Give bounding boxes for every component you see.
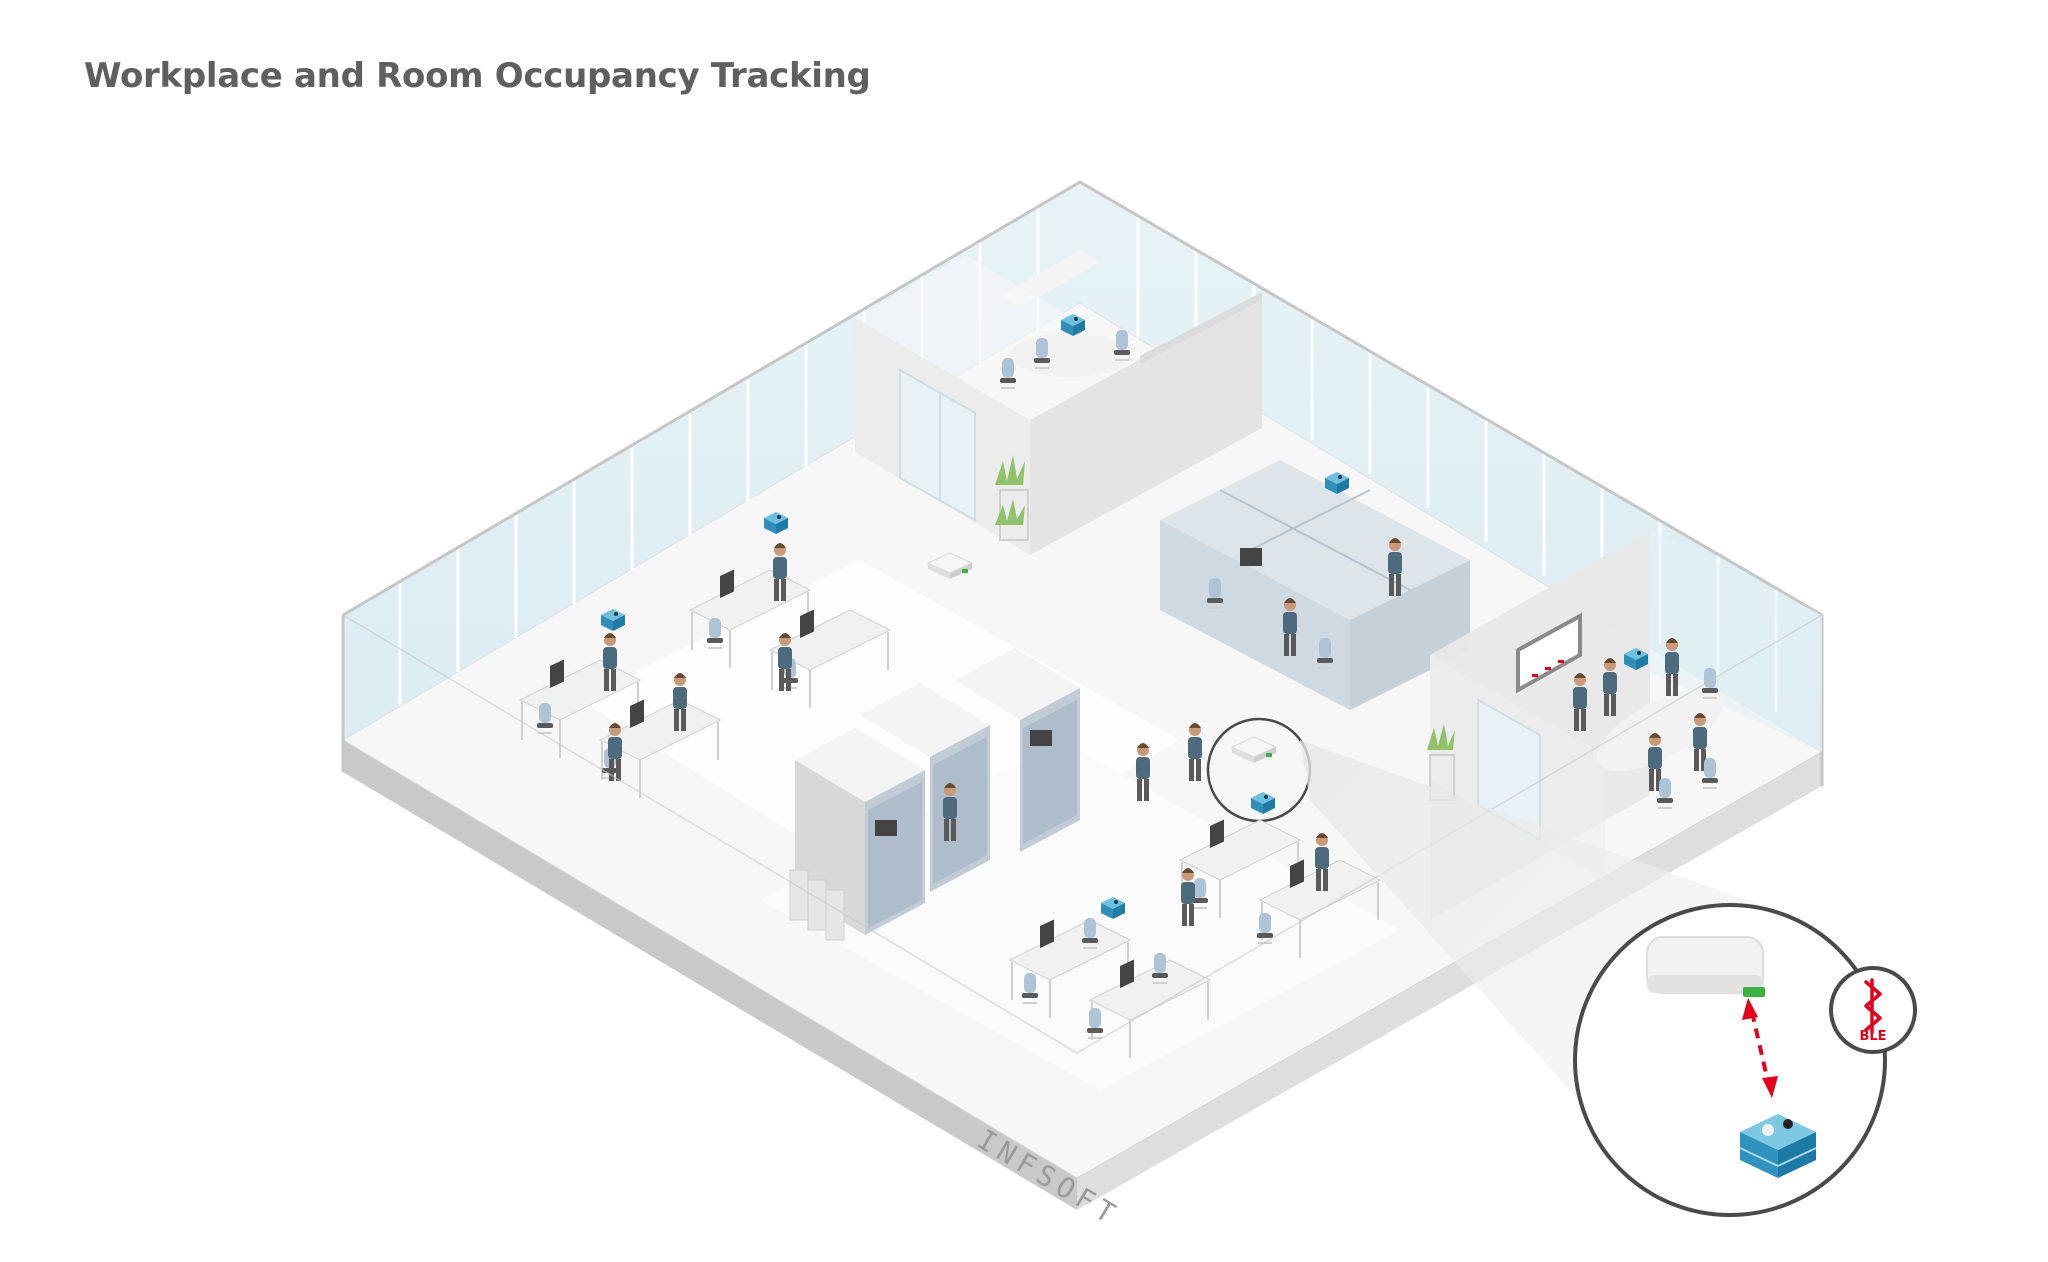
cubicle-cluster bbox=[1160, 460, 1470, 710]
occupancy-sensor-large bbox=[1739, 1114, 1817, 1178]
page-title: Workplace and Room Occupancy Tracking bbox=[84, 56, 871, 96]
bluetooth-icon bbox=[1864, 978, 1882, 1034]
meeting-room-top bbox=[855, 250, 1262, 555]
floor-slab-left-side bbox=[343, 740, 1077, 1210]
ble-badge: BLE bbox=[1829, 966, 1917, 1054]
plant-icon bbox=[995, 455, 1029, 541]
large-callout bbox=[1573, 903, 1887, 1217]
bidirectional-dashed-arrow-icon bbox=[1742, 998, 1778, 1098]
ble-label: BLE bbox=[1859, 1029, 1886, 1044]
phone-booths bbox=[789, 648, 1080, 941]
gateway-device-large bbox=[1646, 936, 1765, 997]
